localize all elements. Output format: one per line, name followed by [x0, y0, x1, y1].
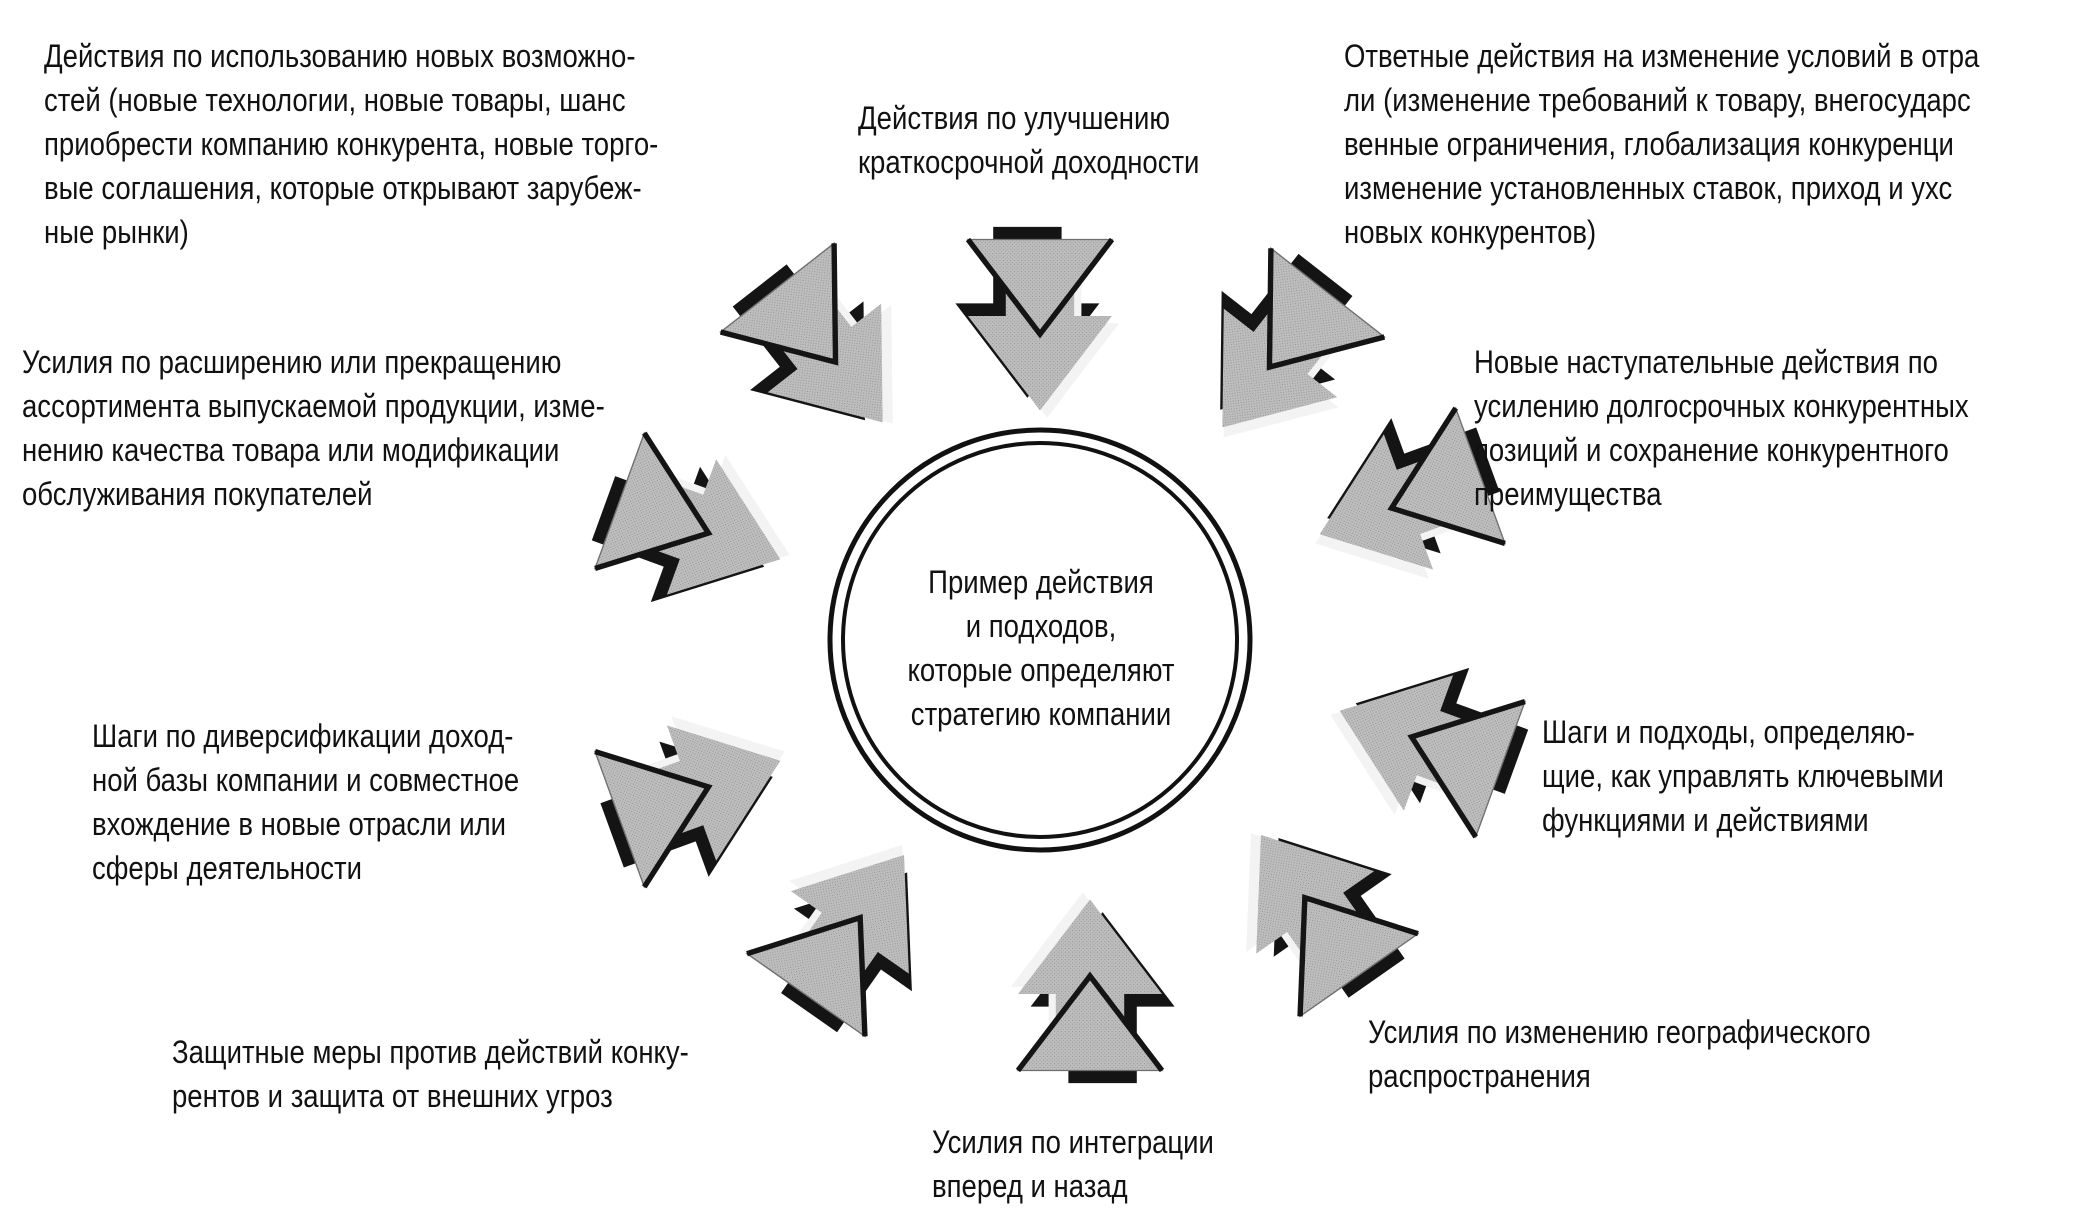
label-defensive-measures: Защитные меры против действий конку- рен… [172, 1034, 689, 1114]
center-label: Пример действия и подходов, которые опре… [907, 564, 1175, 732]
label-geographic: Усилия по изменению географического расп… [1368, 1014, 1871, 1094]
label-key-functions: Шаги и подходы, определяю- щие, как упра… [1542, 714, 1944, 838]
label-product-range: Усилия по расширению или прекращению асс… [22, 344, 605, 512]
label-offensive-actions: Новые наступательные действия по усилени… [1474, 344, 1969, 512]
label-short-term-profit: Действия по улучшению краткосрочной дохо… [858, 100, 1200, 180]
center-ring-outer [827, 427, 1253, 853]
label-new-opportunities: Действия по использованию новых возможно… [44, 38, 659, 250]
arrow-left-lower [581, 684, 816, 903]
arrow-bottom [1011, 892, 1175, 1083]
arrow-top-left [703, 229, 950, 480]
label-diversification: Шаги по диверсификации доход- ной базы к… [92, 718, 520, 886]
arrow-right-lower [1306, 629, 1541, 848]
center-ring-inner [841, 441, 1239, 839]
arrow-top [955, 227, 1119, 418]
arrow-top-right [1151, 231, 1398, 482]
arrow-bottom-right [1192, 781, 1436, 1031]
arrow-bottom-left [734, 804, 978, 1054]
label-industry-changes: Ответные действия на изменение условий в… [1344, 38, 1980, 250]
label-integration: Усилия по интеграции вперед и назад [932, 1124, 1214, 1204]
